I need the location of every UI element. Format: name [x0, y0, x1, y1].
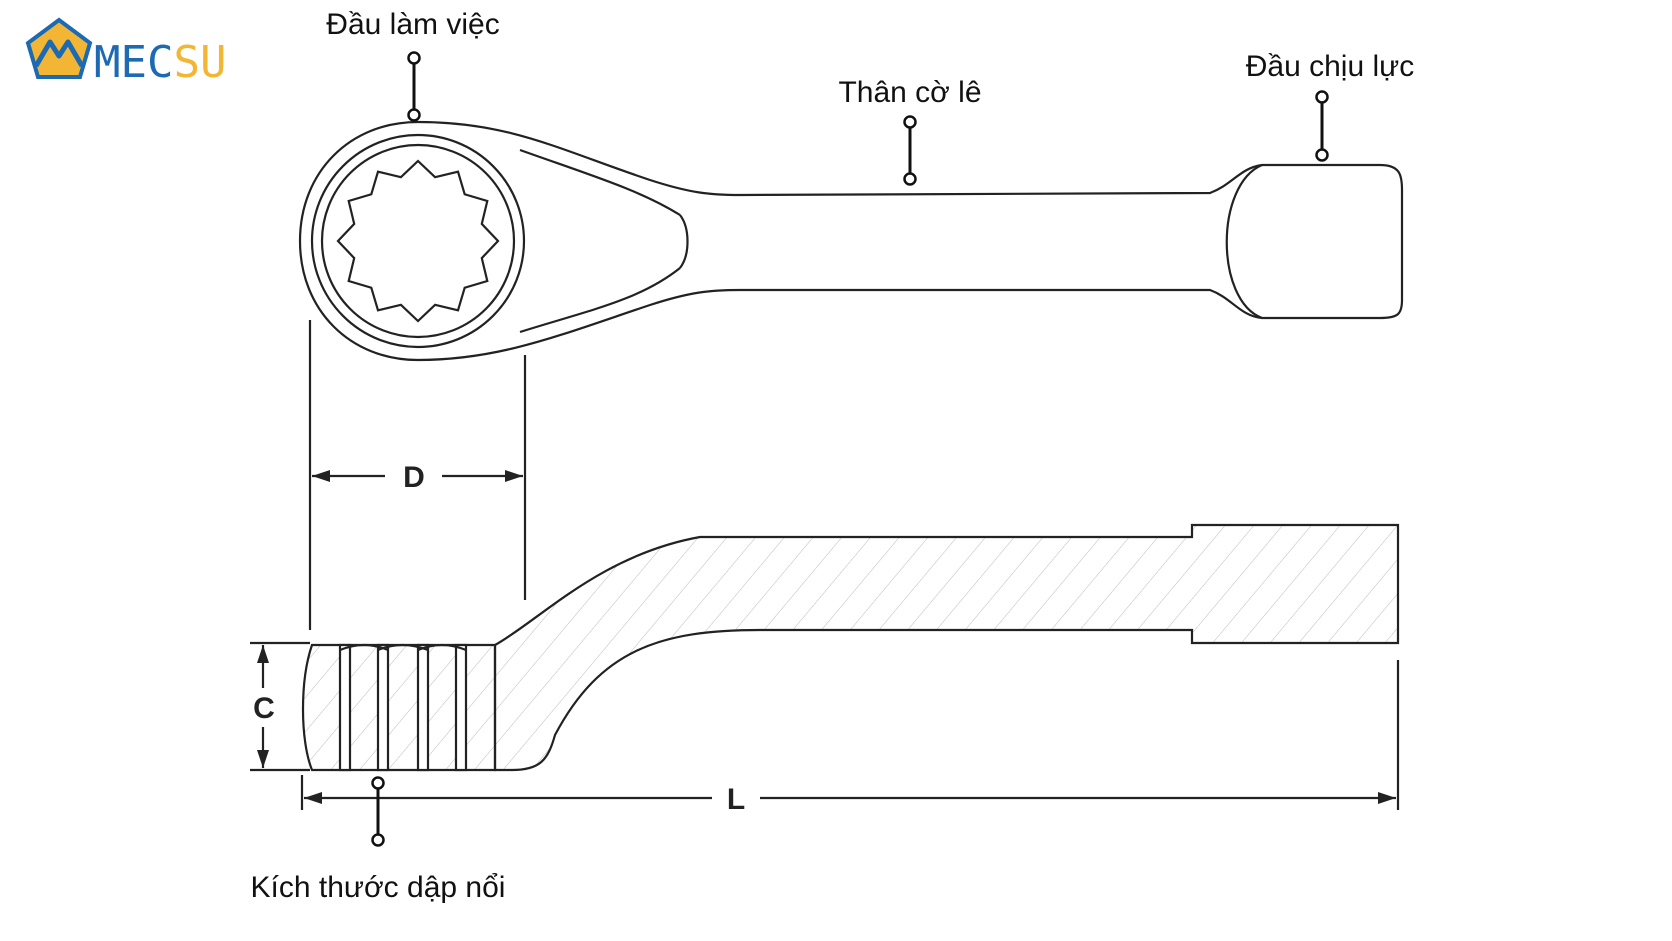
- svg-text:MECSU: MECSU: [94, 37, 226, 88]
- label-working-head: Đầu làm việc: [326, 8, 499, 41]
- dimension-l: L: [300, 660, 1400, 816]
- wrench-side-teeth: [338, 643, 468, 772]
- callout-striking-face: Đầu chịu lực: [1246, 50, 1415, 162]
- dimension-d: D: [308, 320, 527, 630]
- dimension-d-label: D: [403, 461, 425, 494]
- callout-working-head: Đầu làm việc: [326, 8, 500, 122]
- wrench-top-shank-edge: [519, 148, 689, 334]
- wrench-12-point-socket: [336, 159, 500, 323]
- wrench-top-outline: [298, 120, 1404, 362]
- logo-pentagon-icon: [25, 17, 93, 79]
- wrench-ring-inner: [320, 143, 516, 339]
- logo-mountain-icon: [33, 39, 85, 68]
- mecsu-logo: MECSU: [25, 17, 226, 88]
- wrench-top-view: [298, 120, 1404, 362]
- dimension-c: C: [250, 641, 310, 772]
- dimension-l-label: L: [727, 783, 745, 816]
- wrench-side-body: [493, 523, 1400, 772]
- label-embossed-size: Kích thước dập nổi: [251, 871, 506, 904]
- logo-text-su: SU: [173, 37, 226, 88]
- callout-embossed-size: Kích thước dập nổi: [251, 776, 506, 904]
- wrench-ring-outer: [310, 133, 526, 349]
- dimension-c-label: C: [253, 692, 275, 725]
- logo-text-mec: MEC: [94, 37, 173, 88]
- wrench-top-striking-edge: [1225, 163, 1263, 320]
- label-shank: Thân cờ lê: [838, 76, 981, 109]
- wrench-side-view: [301, 523, 1400, 772]
- callout-shank: Thân cờ lê: [838, 76, 982, 186]
- label-striking-face: Đầu chịu lực: [1246, 50, 1415, 83]
